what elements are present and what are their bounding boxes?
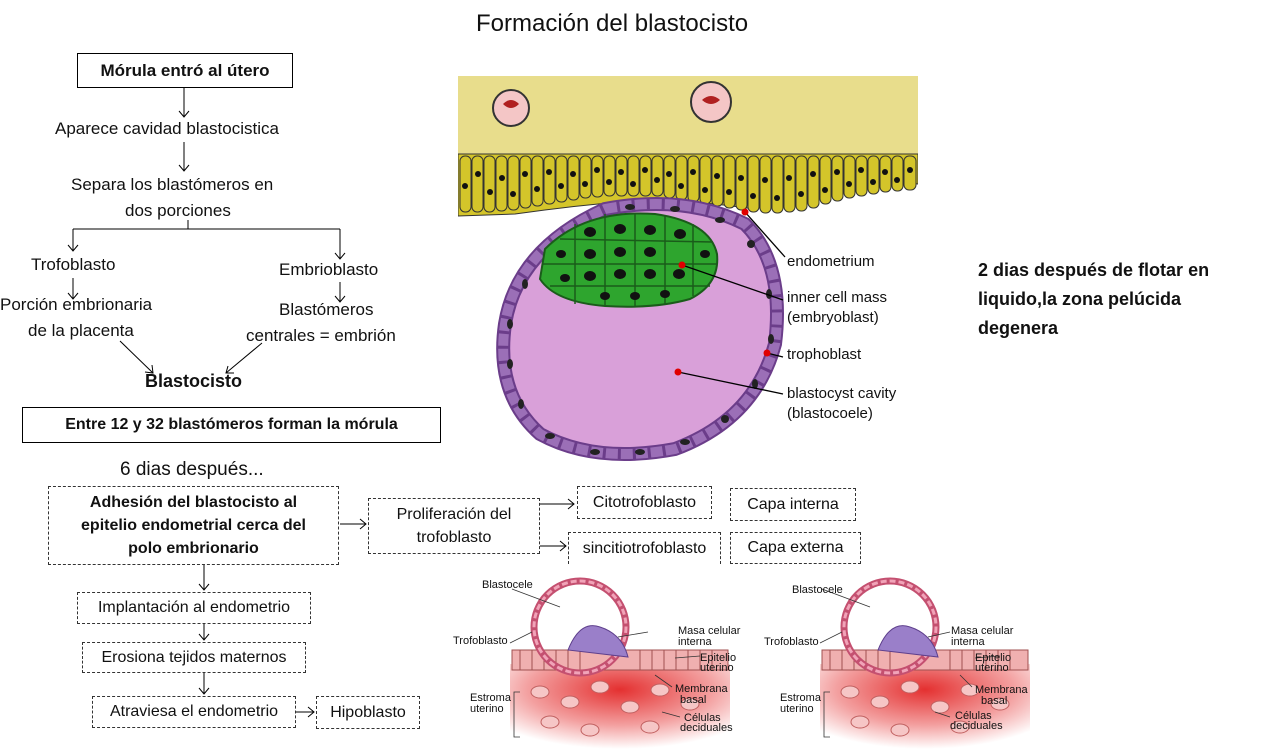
- label-trophoblast: trophoblast: [787, 346, 862, 363]
- placenta-text-2: de la placenta: [28, 321, 134, 340]
- fig-right-trofoblasto: Trofoblasto: [764, 636, 819, 648]
- cito-box: Citotrofoblasto: [577, 486, 712, 519]
- six-days-text: 6 dias después...: [120, 459, 264, 480]
- fig-right-epitelio-2: uterino: [975, 662, 1009, 674]
- morula-enters-box: Mórula entró al útero: [77, 53, 293, 88]
- label-endometrium: endometrium: [787, 253, 875, 270]
- fig-left-masa-2: interna: [678, 636, 712, 648]
- centrales-text-2: centrales = embrión: [246, 326, 396, 345]
- label-cavity-1: blastocyst cavity: [787, 385, 897, 402]
- trofoblasto-label: Trofoblasto: [31, 255, 116, 274]
- atraviesa-box: Atraviesa el endometrio: [92, 696, 296, 728]
- fig-right-membrana-2: basal: [981, 695, 1008, 707]
- fig-left-masa-1: Masa celular: [678, 625, 741, 637]
- label-cavity-2: (blastocoele): [787, 405, 873, 422]
- outer-layer-box: Capa externa: [730, 532, 861, 564]
- placenta-text-1: Porción embrionaria: [0, 295, 153, 314]
- prolif-line-1: Proliferación del: [396, 506, 512, 523]
- label-icm-1: inner cell mass: [787, 289, 888, 306]
- adhesion-box: Adhesión del blastocisto al epitelio end…: [48, 486, 339, 565]
- flow-connectors: [67, 88, 346, 374]
- lower-flow-connectors: [198, 498, 575, 718]
- page-title: Formación del blastocisto: [476, 10, 749, 37]
- embrioblasto-label: Embrioblasto: [279, 260, 379, 279]
- fig-right-epitelio-1: Epitelio: [975, 652, 1012, 664]
- cavity-text: Aparece cavidad blastocistica: [55, 119, 279, 138]
- fig-left-celulas-1: Células: [684, 712, 721, 724]
- erosiona-box: Erosiona tejidos maternos: [82, 642, 306, 673]
- fig-left-celulas-2: deciduales: [680, 722, 733, 734]
- prolif-line-2: trofoblasto: [416, 529, 492, 546]
- fig-left-estroma-2: uterino: [470, 703, 504, 715]
- fig-left-epitelio-1: Epitelio: [700, 652, 737, 664]
- label-icm-2: (embryoblast): [787, 309, 879, 326]
- hipoblasto-box: Hipoblasto: [316, 696, 420, 729]
- fig-right-membrana-1: Membrana: [975, 684, 1028, 696]
- implantation-figure-right: [819, 577, 1030, 749]
- fig-left-membrana-1: Membrana: [675, 683, 728, 695]
- fig-right-masa-1: Masa celular: [951, 625, 1014, 637]
- adhesion-line-2: epitelio endometrial cerca del: [81, 517, 306, 534]
- prolif-box: Proliferación del trofoblasto: [368, 498, 540, 554]
- blastocyst-diagram: [458, 76, 918, 461]
- side-note-line3: degenera: [978, 318, 1059, 338]
- fig-left-epitelio-2: uterino: [700, 662, 734, 674]
- inner-layer-box: Capa interna: [730, 488, 856, 521]
- adhesion-line-3: polo embrionario: [128, 540, 259, 557]
- adhesion-line-1: Adhesión del blastocisto al: [89, 494, 298, 511]
- fig-right-celulas-2: deciduales: [950, 720, 1003, 732]
- separates-text-1: Separa los blastómeros en: [71, 175, 274, 194]
- implantacion-box: Implantación al endometrio: [77, 592, 311, 624]
- side-note-line2: liquido,la zona pelúcida: [978, 289, 1182, 309]
- side-note-line1: 2 dias después de flotar en: [978, 260, 1210, 280]
- fig-left-estroma-1: Estroma: [470, 692, 511, 704]
- fig-right-estroma-2: uterino: [780, 703, 814, 715]
- sincitio-box: sincitiotrofoblasto: [568, 532, 721, 564]
- blastocisto-label: Blastocisto: [145, 371, 243, 391]
- centrales-text-1: Blastómeros: [279, 300, 374, 319]
- fig-left-trofoblasto: Trofoblasto: [453, 635, 508, 647]
- fig-left-membrana-2: basal: [680, 694, 707, 706]
- separates-text-2: dos porciones: [125, 201, 231, 220]
- fig-left-blastocele: Blastocele: [482, 579, 533, 591]
- implantation-figure-left: [509, 577, 730, 749]
- morula-count-box: Entre 12 y 32 blastómeros forman la móru…: [22, 407, 441, 443]
- fig-right-celulas-1: Células: [955, 710, 992, 722]
- fig-right-blastocele: Blastocele: [792, 584, 843, 596]
- fig-right-masa-2: interna: [951, 636, 985, 648]
- fig-right-estroma-1: Estroma: [780, 692, 821, 704]
